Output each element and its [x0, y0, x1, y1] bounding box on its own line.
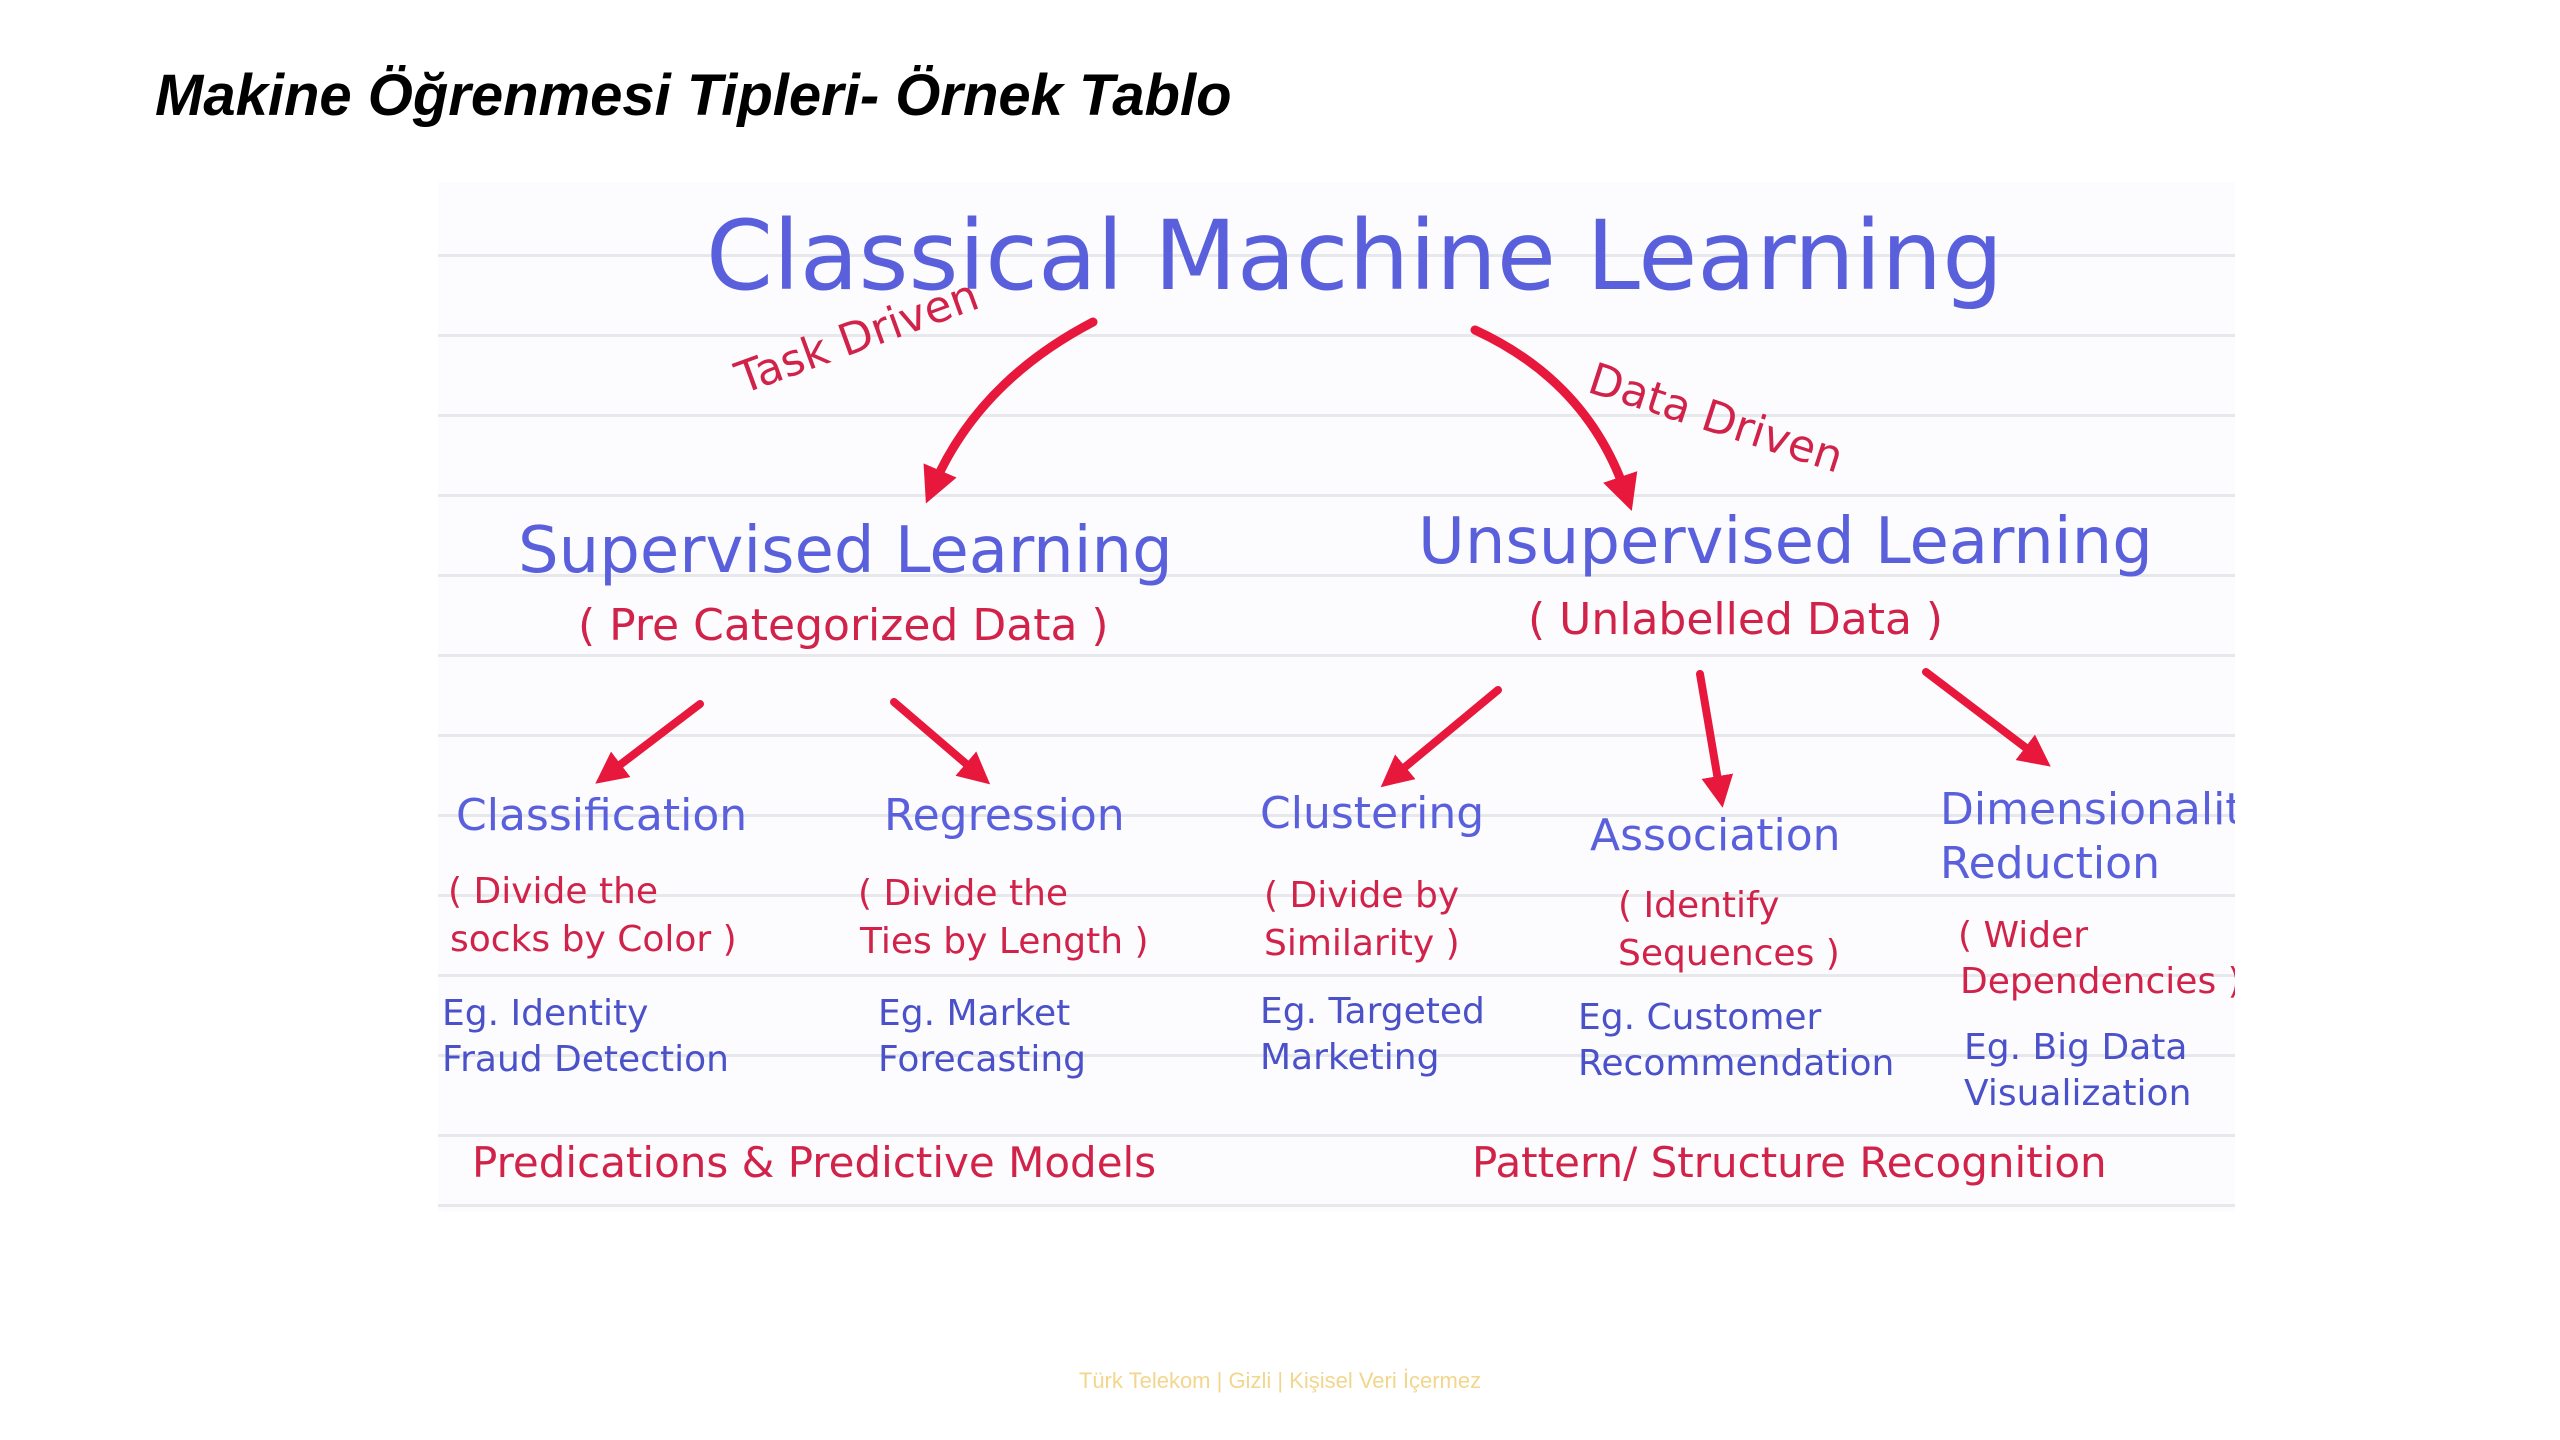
arrow-to-clustering [1380, 686, 1502, 788]
unsupervised-title: Unsupervised Learning [1418, 505, 2153, 579]
ruled-line [438, 254, 2235, 257]
ruled-line [438, 814, 2235, 817]
classification-desc-line2: socks by Color ) [450, 919, 737, 960]
regression-title: Regression [884, 790, 1125, 841]
clustering-example-line1: Eg. Targeted [1260, 991, 1485, 1032]
diagram-board: Classical Machine Learning Task Driven D… [438, 182, 2235, 1212]
regression-desc-line1: ( Divide the [858, 873, 1069, 914]
association-example-line2: Recommendation [1578, 1043, 1895, 1084]
classification-desc-line1: ( Divide the [448, 871, 659, 912]
main-title: Classical Machine Learning [706, 200, 2004, 312]
ruled-line [438, 494, 2235, 497]
footer-label-predictive: Predications & Predictive Models [472, 1138, 1157, 1187]
supervised-title: Supervised Learning [518, 514, 1173, 588]
arrow-to-dimensionality [1922, 668, 2051, 767]
supervised-subtitle: ( Pre Categorized Data ) [578, 600, 1109, 651]
dimensionality-desc-line2: Dependencies ) [1960, 961, 2235, 1002]
slide-title: Makine Öğrenmesi Tipleri- Örnek Tablo [155, 63, 1232, 128]
ruled-line [438, 894, 2235, 897]
association-example-line1: Eg. Customer [1578, 997, 1822, 1038]
dimensionality-desc-line1: ( Wider [1958, 915, 2089, 956]
association-desc-line2: Sequences ) [1618, 933, 1840, 974]
arrow-to-association [1696, 670, 1734, 808]
ruled-line [438, 1054, 2235, 1057]
clustering-desc-line1: ( Divide by [1264, 875, 1460, 916]
clustering-title: Clustering [1260, 788, 1485, 839]
ruled-line [438, 574, 2235, 577]
ruled-line [438, 334, 2235, 337]
regression-example-line2: Forecasting [878, 1039, 1087, 1080]
classification-example-line1: Eg. Identity [442, 993, 649, 1034]
arrow-to-classification [595, 700, 704, 784]
dimensionality-example-line2: Visualization [1964, 1073, 2192, 1114]
classification-example-line2: Fraud Detection [442, 1039, 729, 1080]
clustering-example-line2: Marketing [1260, 1037, 1440, 1078]
ruled-line [438, 1134, 2235, 1137]
arrow-data-driven [1470, 325, 1638, 512]
ruled-line [438, 414, 2235, 417]
dimensionality-title-line1: Dimensionality [1940, 784, 2235, 835]
association-desc-line1: ( Identify [1618, 885, 1780, 926]
dimensionality-example-line1: Eg. Big Data [1964, 1027, 2188, 1068]
arrow-to-regression [890, 698, 991, 785]
ruled-line [438, 1204, 2235, 1207]
arrow-task-driven [923, 317, 1098, 504]
unsupervised-subtitle: ( Unlabelled Data ) [1528, 594, 1944, 645]
association-title: Association [1590, 810, 1841, 861]
regression-example-line1: Eg. Market [878, 993, 1071, 1034]
clustering-desc-line2: Similarity ) [1264, 923, 1460, 964]
ruled-line [438, 974, 2235, 977]
confidentiality-footer: Türk Telekom | Gizli | Kişisel Veri İçer… [1078, 1368, 1482, 1393]
dimensionality-title-line2: Reduction [1940, 838, 2160, 889]
arrows-layer [595, 317, 2051, 808]
footer-label-pattern: Pattern/ Structure Recognition [1472, 1138, 2107, 1187]
ruled-line [438, 654, 2235, 657]
regression-desc-line2: Ties by Length ) [860, 921, 1149, 962]
classification-title: Classification [456, 790, 748, 841]
ruled-line [438, 734, 2235, 737]
